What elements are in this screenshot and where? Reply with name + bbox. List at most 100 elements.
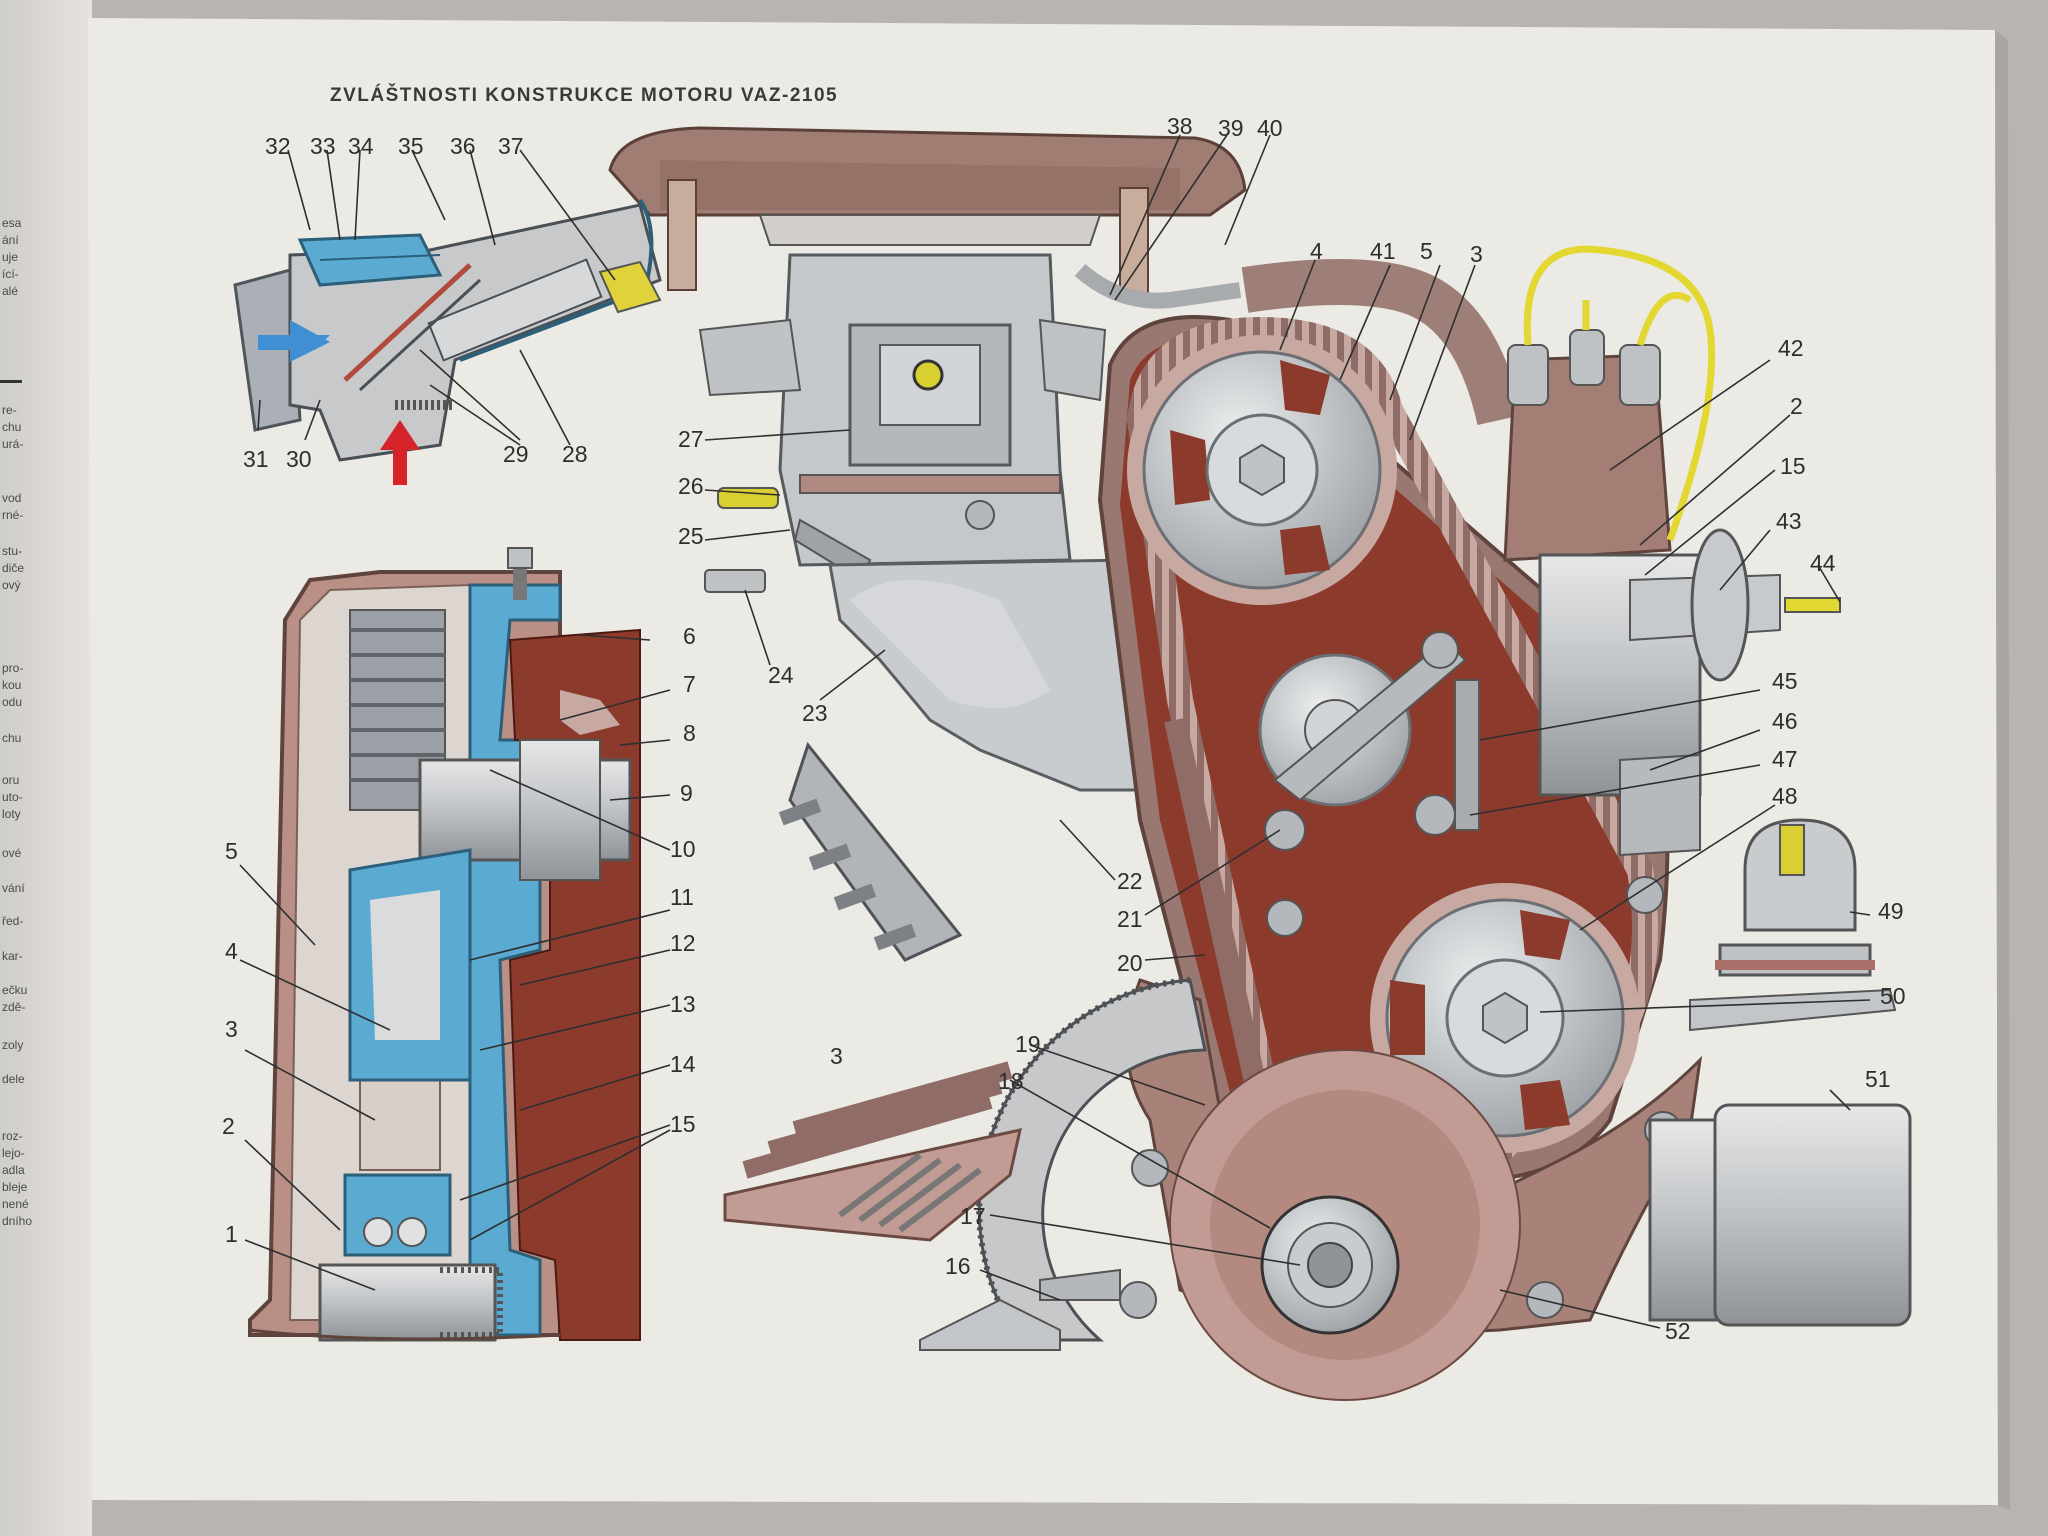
callout-39: 39 bbox=[1218, 115, 1244, 141]
water-pump-inlet-section bbox=[233, 198, 662, 485]
carburetor bbox=[698, 253, 1242, 582]
margin-text-fragment: esa bbox=[2, 216, 22, 230]
callout-44: 44 bbox=[1810, 550, 1836, 576]
margin-text-fragment: diče bbox=[2, 561, 25, 575]
callout-27: 27 bbox=[678, 426, 704, 452]
callout-35: 35 bbox=[398, 133, 424, 159]
leader-lines bbox=[239, 134, 1871, 1329]
callout-3-top: 3 bbox=[1470, 241, 1483, 267]
crankshaft-pulley bbox=[919, 1049, 1521, 1401]
oil-filter bbox=[1648, 1103, 1912, 1327]
callout-22: 22 bbox=[1117, 868, 1143, 894]
callout-23: 23 bbox=[802, 700, 828, 726]
margin-text-fragment: adla bbox=[2, 1163, 25, 1177]
callout-18: 18 bbox=[998, 1068, 1024, 1094]
callout-4-top: 4 bbox=[1310, 238, 1323, 264]
callout-24: 24 bbox=[768, 662, 794, 688]
callout-37: 37 bbox=[498, 133, 524, 159]
margin-text-fragment: vání bbox=[2, 881, 25, 895]
margin-text-fragment: ové bbox=[2, 846, 22, 860]
margin-text-fragment: kou bbox=[2, 678, 22, 692]
margin-text-fragment: ový bbox=[2, 578, 21, 592]
callout-28: 28 bbox=[562, 441, 588, 467]
callout-31: 31 bbox=[243, 446, 269, 472]
margin-text-fragment: kar- bbox=[2, 949, 23, 963]
margin-text-fragment: pro- bbox=[2, 661, 24, 675]
fuel-pump bbox=[1689, 818, 1897, 1032]
timing-belt-sample bbox=[723, 1061, 1022, 1242]
margin-text-fragment: nené bbox=[2, 1197, 29, 1211]
margin-text-fragment: řed- bbox=[2, 914, 24, 928]
callout-47: 47 bbox=[1772, 746, 1798, 772]
callout-51: 51 bbox=[1865, 1066, 1891, 1092]
callout-43: 43 bbox=[1776, 508, 1802, 534]
callout-7: 7 bbox=[683, 671, 696, 697]
margin-text-fragment: zoly bbox=[2, 1038, 24, 1052]
callout-42: 42 bbox=[1778, 335, 1804, 361]
distributor bbox=[1503, 245, 1841, 857]
callout-40: 40 bbox=[1257, 115, 1283, 141]
margin-text-fragment: ání bbox=[2, 233, 19, 247]
left-page-edge bbox=[0, 0, 92, 1536]
callout-8: 8 bbox=[683, 720, 696, 746]
callout-52: 52 bbox=[1665, 1318, 1691, 1344]
page-stack-edge bbox=[1995, 30, 2010, 1510]
margin-text-fragment: chu bbox=[2, 420, 22, 434]
margin-text-fragment: ící- bbox=[2, 267, 19, 281]
callout-9: 9 bbox=[680, 780, 693, 806]
camshaft-pulley bbox=[1127, 335, 1397, 605]
page-title: ZVLÁŠTNOSTI KONSTRUKCE MOTORU VAZ-2105 bbox=[330, 85, 839, 106]
margin-text-fragment: stu- bbox=[2, 544, 23, 558]
auxiliary-shaft-pulley bbox=[1370, 883, 1640, 1153]
margin-text-fragment: ečku bbox=[2, 983, 28, 997]
callout-1: 1 bbox=[225, 1221, 238, 1247]
water-pump-section bbox=[248, 547, 641, 1342]
callout-25: 25 bbox=[678, 523, 704, 549]
margin-text-fragment: alé bbox=[2, 284, 19, 298]
callout-45: 45 bbox=[1772, 668, 1798, 694]
callout-34: 34 bbox=[348, 133, 374, 159]
callout-14: 14 bbox=[670, 1051, 696, 1077]
margin-text-fragment: zdě- bbox=[2, 1000, 26, 1014]
margin-text-fragment: re- bbox=[2, 403, 17, 417]
belt-tensioner bbox=[1258, 631, 1480, 851]
callout-19: 19 bbox=[1015, 1031, 1041, 1057]
callout-2: 2 bbox=[222, 1113, 235, 1139]
callout-48: 48 bbox=[1772, 783, 1798, 809]
air-filter-housing bbox=[608, 126, 1247, 294]
callout-20: 20 bbox=[1117, 950, 1143, 976]
margin-text-fragment: lejo- bbox=[2, 1146, 25, 1160]
margin-text-fragment: dního bbox=[2, 1214, 33, 1228]
callout-46: 46 bbox=[1772, 708, 1798, 734]
callout-50: 50 bbox=[1880, 983, 1906, 1009]
callout-11: 11 bbox=[670, 884, 694, 910]
margin-text-fragment: chu bbox=[2, 731, 22, 745]
callout-21: 21 bbox=[1117, 906, 1143, 932]
margin-text-fragment: dele bbox=[2, 1072, 25, 1086]
margin-text-fragment: vod bbox=[2, 491, 22, 505]
callout-33: 33 bbox=[310, 133, 336, 159]
callout-38: 38 bbox=[1167, 113, 1193, 139]
callout-49: 49 bbox=[1878, 898, 1904, 924]
callout-5: 5 bbox=[225, 838, 238, 864]
callout-16: 16 bbox=[945, 1253, 971, 1279]
callout-32: 32 bbox=[265, 133, 291, 159]
callout-3: 3 bbox=[225, 1016, 238, 1042]
margin-text-fragment: roz- bbox=[2, 1129, 23, 1143]
callout-26: 26 bbox=[678, 473, 704, 499]
callout-4: 4 bbox=[225, 938, 238, 964]
callout-12: 12 bbox=[670, 930, 696, 956]
margin-text-fragment: bleje bbox=[2, 1180, 28, 1194]
callout-36: 36 bbox=[450, 133, 476, 159]
margin-text-fragment: uto- bbox=[2, 790, 23, 804]
callout-15: 15 bbox=[670, 1111, 696, 1137]
breather-pipe bbox=[1241, 259, 1523, 426]
callout-41: 41 bbox=[1370, 238, 1396, 264]
callout-3-belt: 3 bbox=[830, 1043, 843, 1069]
callout-17: 17 bbox=[960, 1203, 986, 1229]
margin-text-fragment: loty bbox=[2, 807, 21, 821]
callout-2-right: 2 bbox=[1790, 393, 1803, 419]
callout-6: 6 bbox=[683, 623, 696, 649]
callout-15-right: 15 bbox=[1780, 453, 1806, 479]
